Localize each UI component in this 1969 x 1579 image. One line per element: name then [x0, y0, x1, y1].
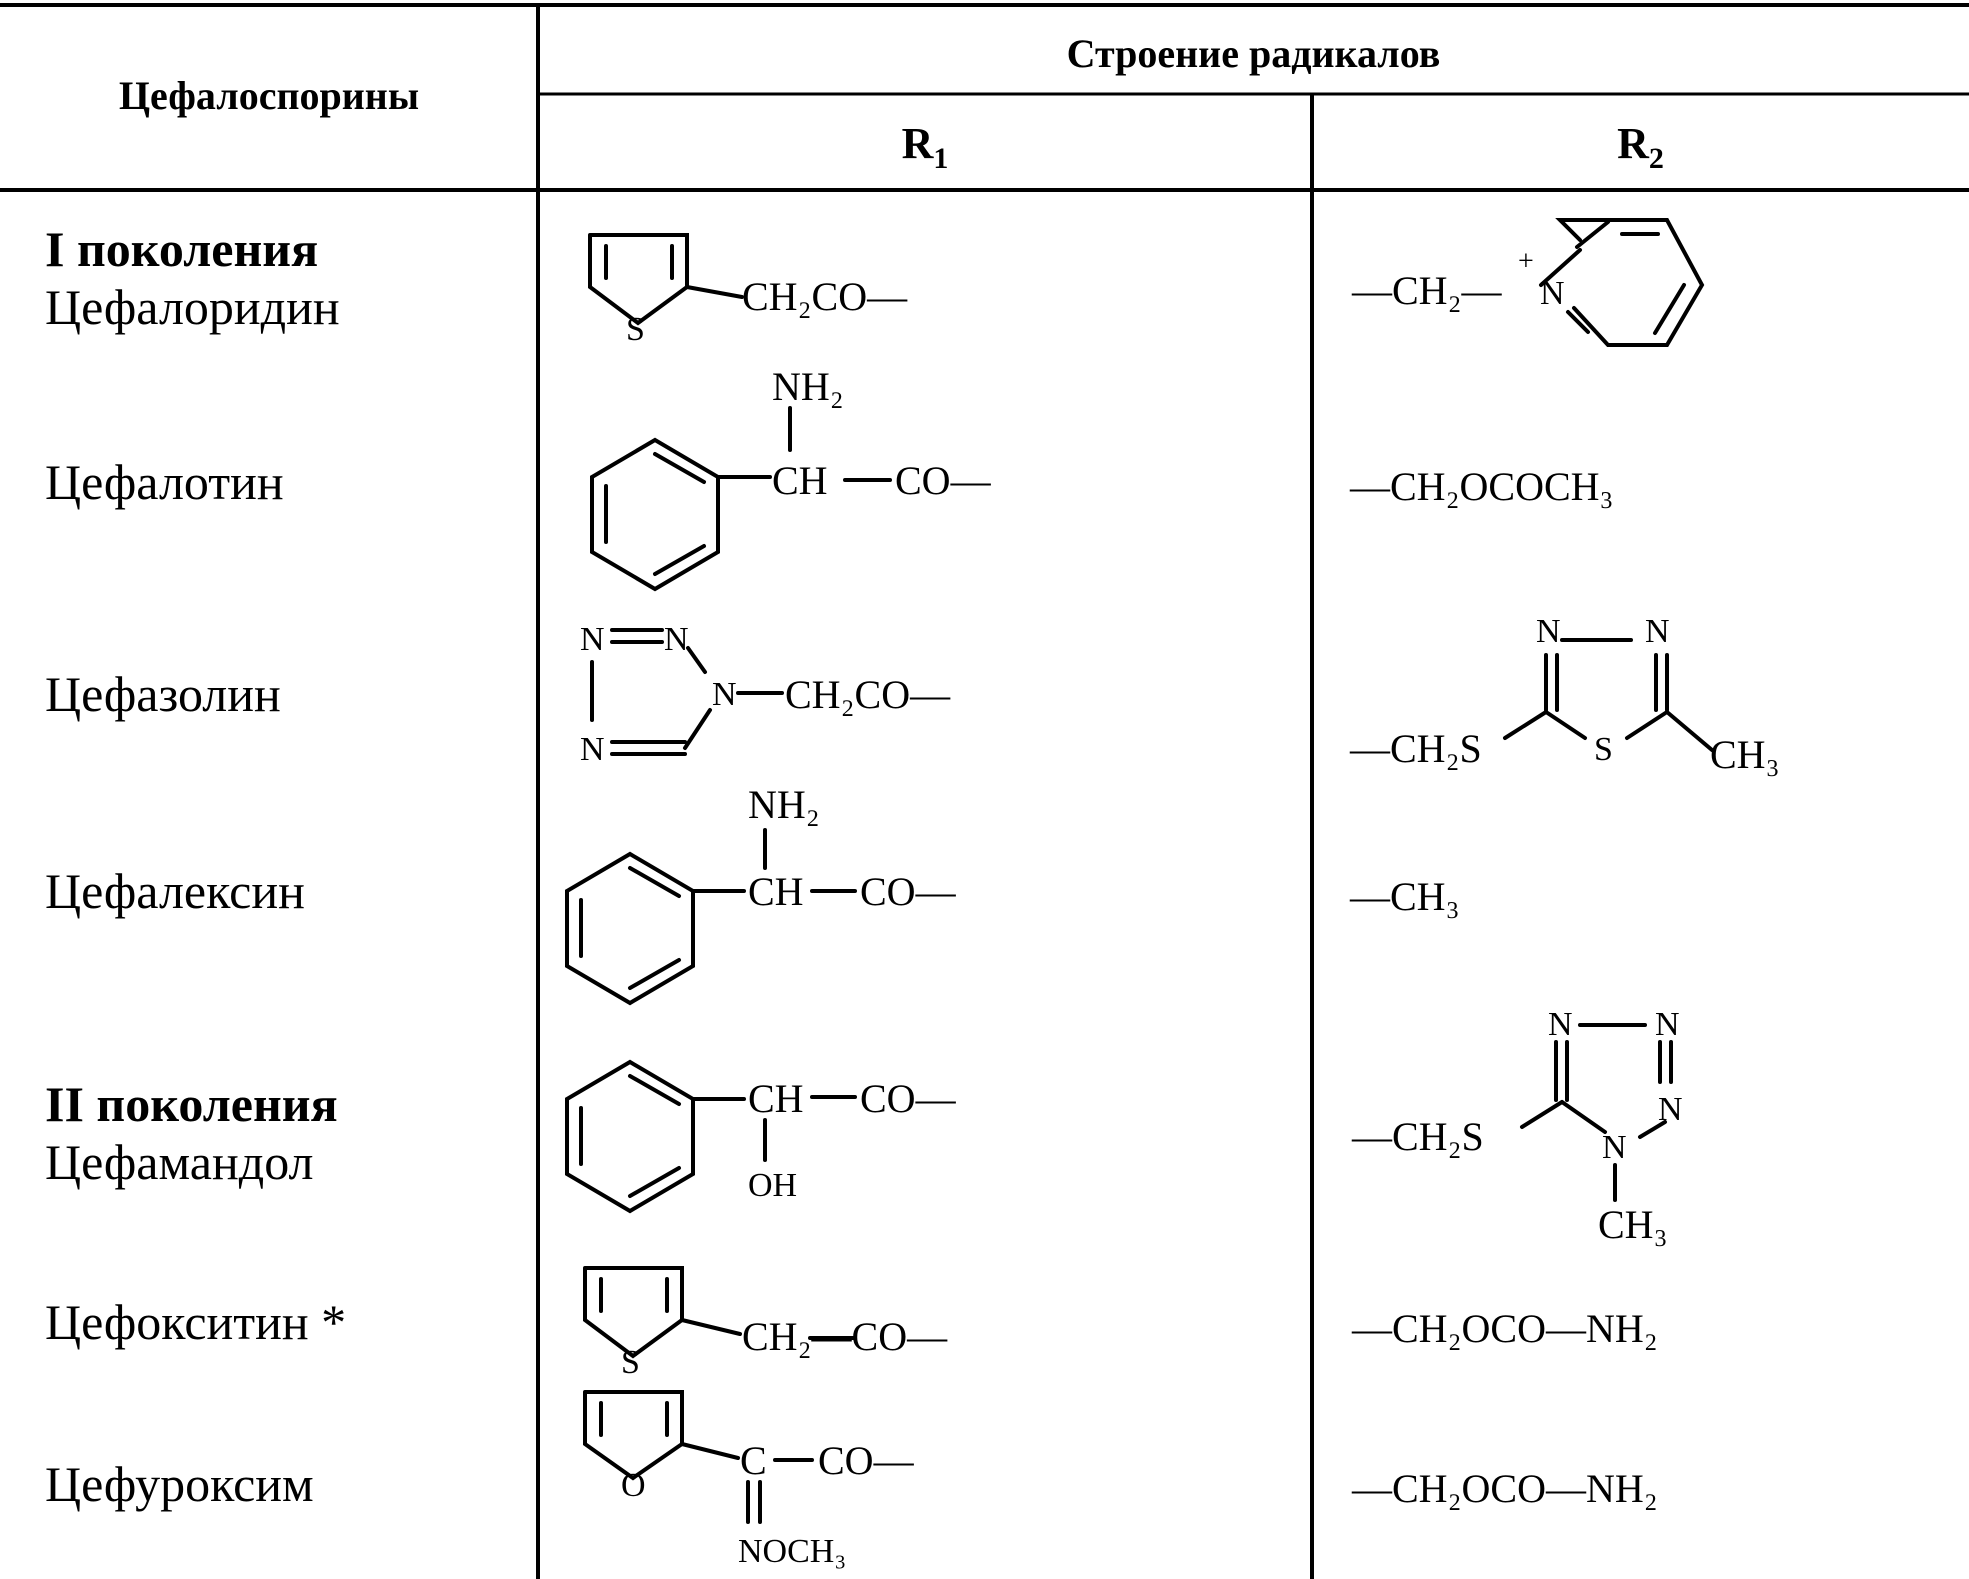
- drug-name-cefoxitin: Цефокситин *: [45, 1294, 347, 1350]
- label-s1: S: [626, 311, 645, 348]
- label-noch3: NOCH₃: [738, 1533, 846, 1570]
- thiophene-ring-1: [588, 233, 744, 326]
- label-t-s: S: [1594, 731, 1613, 768]
- label-n-plus: N: [1540, 275, 1565, 312]
- benzene-ring-3: [565, 1059, 857, 1214]
- label-r2-cephalexin: —CH₃: [1349, 874, 1460, 919]
- furan-ring: [583, 1390, 814, 1524]
- benzene-ring-2: [565, 828, 857, 1006]
- label-s2: S: [621, 1344, 640, 1381]
- label-r2-cefuroxime: —CH₂OCO—NH₂: [1351, 1466, 1658, 1511]
- label-ch-a: CH: [772, 458, 828, 503]
- label-co-b: CO—: [860, 869, 957, 914]
- thiadiazole-ring: [1503, 638, 1714, 752]
- label-r2-cefamandole-ch2s: —CH₂S: [1351, 1114, 1484, 1159]
- label-r2-cephalothin: —CH₂OCOCH₃: [1349, 464, 1613, 509]
- pyridinium-ring: [1539, 218, 1705, 347]
- label-tz-n3: N: [1658, 1091, 1683, 1128]
- thiophene-ring-2: [583, 1266, 857, 1359]
- label-r2-cefazolin-ch2s: —CH₂S: [1349, 726, 1482, 771]
- drug-name-cefamandole: Цефамандол: [45, 1134, 314, 1190]
- label-co-c: CO—: [860, 1076, 957, 1121]
- tetrazole-ring-1: [590, 628, 784, 756]
- generation-1-label: I поколения: [45, 221, 319, 277]
- tetrazole-ring-2: [1520, 1023, 1673, 1202]
- label-n2: N: [664, 621, 689, 658]
- label-plus: +: [1518, 246, 1534, 277]
- header-r2-sub: 2: [1648, 141, 1664, 175]
- label-r1-cefazolin: CH₂CO—: [785, 672, 951, 717]
- drug-name-cefuroxime: Цефуроксим: [45, 1456, 314, 1512]
- label-n3: N: [712, 676, 737, 713]
- header-r1-sub: 1: [933, 141, 949, 175]
- label-ch-b: CH: [748, 869, 804, 914]
- label-nh2-a: NH₂: [772, 364, 844, 409]
- label-nh2-b: NH₂: [748, 782, 820, 827]
- header-r2-letter: R: [1617, 119, 1649, 168]
- label-r2-cefoxitin: —CH₂OCO—NH₂: [1351, 1306, 1658, 1351]
- benzene-ring-1: [590, 406, 892, 592]
- label-oh: OH: [748, 1167, 797, 1204]
- header-r1: R1: [538, 118, 1312, 176]
- label-r1-cephaloridine: CH₂CO—: [742, 274, 908, 319]
- header-radical-structure: Строение радикалов: [1066, 31, 1441, 76]
- label-tz-n4: N: [1602, 1129, 1627, 1166]
- label-tz-n1: N: [1548, 1006, 1573, 1043]
- header-cephalosporins: Цефалоспорины: [118, 73, 420, 118]
- label-n1: N: [580, 621, 605, 658]
- label-ch-c: CH: [748, 1076, 804, 1121]
- header-r2: R2: [1312, 118, 1969, 176]
- label-r2-cephaloridine-ch2: —CH₂—: [1351, 268, 1503, 313]
- label-t-n2: N: [1645, 613, 1670, 650]
- label-t-ch3: CH₃: [1710, 732, 1780, 777]
- label-n4: N: [580, 731, 605, 768]
- drug-name-cephalothin: Цефалотин: [45, 454, 284, 510]
- drug-name-cephalexin: Цефалексин: [45, 863, 305, 919]
- label-tz-ch3: CH₃: [1598, 1202, 1668, 1247]
- generation-2-label: II поколения: [45, 1076, 338, 1132]
- label-t-n1: N: [1536, 613, 1561, 650]
- label-co-a: CO—: [895, 458, 992, 503]
- header-r1-letter: R: [901, 119, 934, 168]
- label-co-d: CO—: [818, 1438, 915, 1483]
- label-r1-cefoxitin: CH₂—CO—: [742, 1314, 948, 1359]
- label-tz-n2: N: [1655, 1006, 1680, 1043]
- drug-name-cefazolin: Цефазолин: [45, 666, 281, 722]
- drug-name-cephaloridine: Цефалоридин: [45, 279, 340, 335]
- label-o1: O: [621, 1467, 646, 1504]
- label-c1: C: [740, 1438, 767, 1483]
